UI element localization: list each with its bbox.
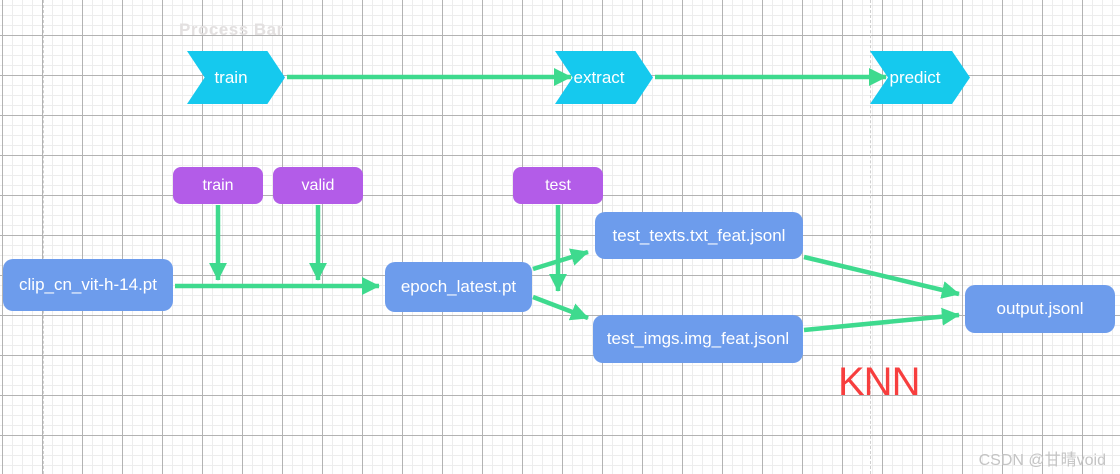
node-file-test-imgs: test_imgs.img_feat.jsonl	[593, 315, 803, 363]
edge-file-epoch-to-file-test-texts	[532, 248, 589, 272]
knn-annotation: KNN	[838, 360, 920, 404]
node-stage-train: train	[173, 167, 263, 204]
node-file-clip: clip_cn_vit-h-14.pt	[3, 259, 173, 311]
process-bar-watermark: Process Bar	[179, 20, 284, 39]
page-guide-right	[870, 0, 871, 474]
node-chevron-predict: predict	[870, 51, 970, 104]
node-file-output: output.jsonl	[965, 285, 1115, 333]
node-file-epoch: epoch_latest.pt	[385, 262, 532, 312]
page-guide-left	[43, 0, 44, 474]
edge-file-epoch-to-file-test-imgs	[532, 294, 589, 321]
edge-file-test-imgs-to-file-output	[803, 307, 960, 333]
node-file-test-texts: test_texts.txt_feat.jsonl	[595, 212, 803, 259]
node-stage-test: test	[513, 167, 603, 204]
csdn-watermark: CSDN @甘晴void	[978, 452, 1106, 469]
edge-file-test-texts-to-file-output	[803, 254, 960, 299]
node-stage-valid: valid	[273, 167, 363, 204]
